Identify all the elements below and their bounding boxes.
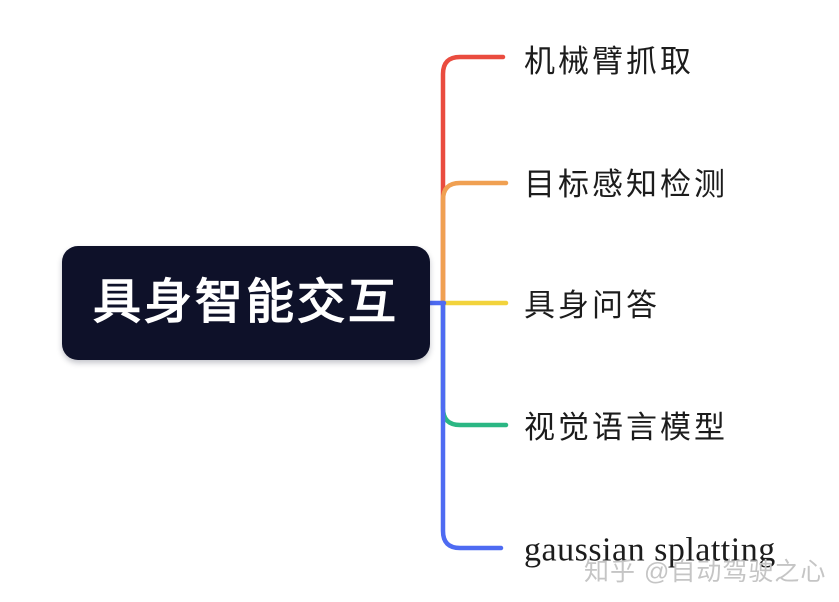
root-node-label: 具身智能交互 xyxy=(92,276,399,329)
branch-line-target-perception xyxy=(440,180,509,306)
branch-label-vision-language-model[interactable]: 视觉语言模型 xyxy=(524,410,728,446)
branch-label-embodied-qa[interactable]: 具身问答 xyxy=(524,288,660,324)
root-node-embodied-ai-interaction[interactable]: 具身智能交互 xyxy=(62,246,430,360)
branch-label-robot-arm-grasping[interactable]: 机械臂抓取 xyxy=(524,44,694,80)
zhihu-watermark: 知乎 @自动驾驶之心 xyxy=(584,558,827,586)
branch-label-target-perception[interactable]: 目标感知检测 xyxy=(524,167,728,203)
branch-line-robot-arm-grasping xyxy=(440,54,506,306)
branch-label-gaussian-splatting[interactable]: gaussian splatting xyxy=(524,531,776,569)
branch-line-gaussian-splatting xyxy=(440,300,504,551)
branch-line-vision-language-model xyxy=(440,300,509,428)
